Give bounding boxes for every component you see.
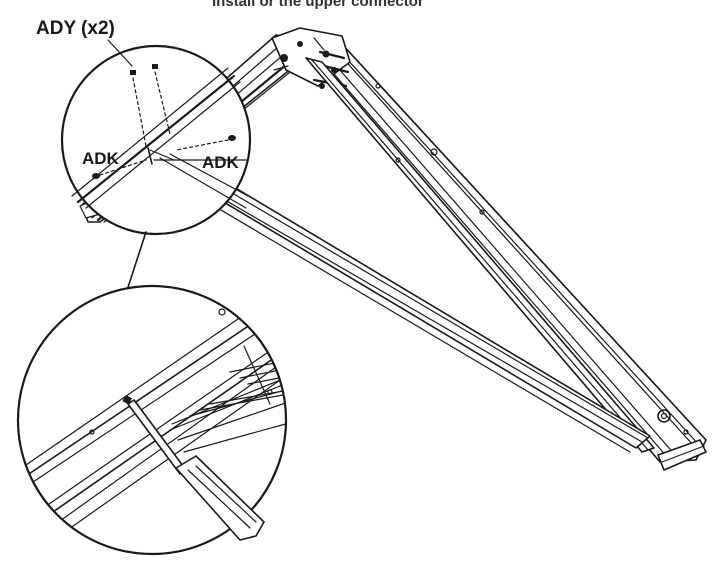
right-leg-rail (299, 37, 707, 471)
inner-leg-rail (305, 57, 655, 453)
label-adk-left: ADK (82, 149, 120, 168)
label-ady-leader (107, 39, 133, 67)
magnifier-detail-icon (60, 44, 252, 236)
screwdriver-icon (122, 394, 265, 541)
magnifier-detail-icon-lower (16, 284, 288, 556)
header-cut-text: Install or the upper connector (212, 0, 424, 10)
label-adk-right: ADK (202, 153, 240, 172)
header-cut: Install or the upper connector (212, 0, 424, 10)
label-ady: ADY (x2) (36, 18, 115, 39)
